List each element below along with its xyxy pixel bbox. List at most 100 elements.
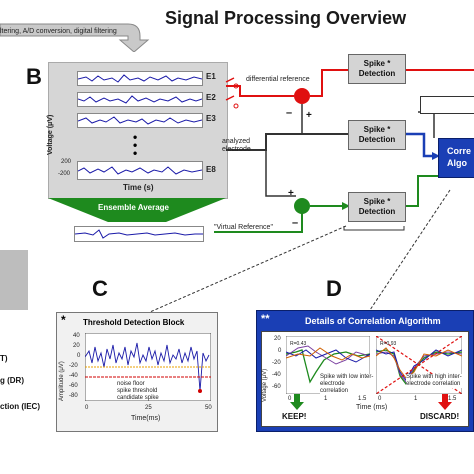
spike-box-2-line1: Spike * — [363, 125, 391, 134]
left-label-1: T) — [0, 354, 8, 363]
electrode-label-e1: E1 — [206, 72, 216, 81]
spike-detection-box-3: Spike * Detection — [348, 192, 406, 222]
black-flow-path — [226, 133, 348, 151]
trace-e2 — [77, 92, 203, 107]
legend-candidate-spike: candidate spike — [117, 395, 159, 401]
corr-x-label: Time (ms) — [356, 404, 388, 411]
ellipsis-dots: ••• — [133, 130, 138, 160]
black-to-green — [265, 150, 296, 197]
spike-box-2-line2: Detection — [358, 135, 396, 144]
differential-reference-label: differential reference — [246, 76, 310, 83]
keep-label: KEEP! — [282, 412, 307, 421]
legend-spike-threshold: spike threshold — [117, 388, 158, 394]
threshold-panel-title: Threshold Detection Block — [83, 318, 185, 327]
electrode-label-e8: E8 — [206, 165, 216, 174]
threshold-x-label: Time(ms) — [131, 415, 161, 422]
ensemble-trace — [74, 226, 204, 242]
threshold-plot — [85, 333, 211, 401]
trace-line-e2 — [78, 95, 202, 104]
panel-letter-c: C — [92, 276, 108, 301]
spike-box-1-line2: Detection — [358, 69, 396, 78]
spike-box-3-line2: Detection — [358, 207, 396, 216]
corr-right-r-value: R=0.93 — [380, 341, 396, 347]
spike-detection-box-1: Spike * Detection — [348, 54, 406, 84]
red-summing-node — [294, 88, 310, 104]
corr-x-tick-1b: 1 — [414, 396, 418, 402]
correlation-box-clip: Corre Algo — [438, 138, 474, 178]
corr-left-trace-4 — [286, 347, 370, 361]
plus-sign-red: + — [306, 110, 312, 121]
threshold-y-tick-m20: -20 — [69, 363, 78, 369]
ensemble-average-label: Ensemble Average — [98, 203, 169, 212]
bracket-spike-3 — [343, 226, 405, 231]
corr-x-tick-15b: 1.5 — [448, 396, 457, 402]
green-summing-node — [294, 198, 310, 214]
spike-detection-box-2: Spike * Detection — [348, 120, 406, 150]
discard-cross-2 — [376, 336, 462, 394]
correlation-panel-title: Details of Correlation Algorithm — [305, 316, 441, 326]
threshold-y-label: Amplitude (μV) — [59, 361, 65, 401]
trace-line-e8 — [78, 166, 202, 175]
panel-letter-d: D — [326, 276, 342, 301]
green-flow-path — [214, 212, 303, 233]
threshold-y-tick-20: 20 — [73, 343, 80, 349]
corr-y-tick-m60: -60 — [272, 384, 281, 390]
threshold-detection-panel: * Threshold Detection Block Amplitude (μ… — [56, 312, 218, 432]
threshold-x-tick-25: 25 — [145, 405, 152, 411]
switch-dot-1 — [233, 83, 239, 89]
corr-y-tick-20: 20 — [274, 336, 281, 342]
corr-x-tick-15a: 1.5 — [358, 396, 367, 402]
banner-text: ltering, A/D conversion, digital filteri… — [0, 28, 117, 35]
corr-x-tick-1a: 1 — [324, 396, 328, 402]
dashed-leader-d — [369, 189, 451, 311]
discard-arrow-icon — [438, 394, 452, 410]
time-axis-label: Time (s) — [123, 183, 154, 192]
corr-y-tick-m40: -40 — [272, 372, 281, 378]
threshold-y-tick-m40: -40 — [69, 373, 78, 379]
corr-x-tick-0b: 0 — [378, 396, 382, 402]
left-label-2: g (DR) — [0, 376, 24, 385]
correlation-stars: ** — [261, 313, 270, 325]
trace-e8 — [77, 161, 203, 180]
correlation-box-line1: Corre — [447, 146, 472, 156]
correlation-details-panel: ** Details of Correlation Algorithm Volt… — [256, 310, 474, 432]
corr-left-r-value: R=0.43 — [290, 341, 306, 347]
ensemble-trace-line — [74, 229, 203, 239]
discard-label: DISCARD! — [420, 412, 460, 421]
trace-line-e3 — [78, 116, 202, 125]
dashed-leader-c — [149, 225, 347, 313]
ensemble-average-funnel — [48, 198, 226, 222]
legend-noise-floor: noise floor — [117, 381, 145, 387]
page-title: Signal Processing Overview — [165, 8, 407, 28]
blue-flow-path — [406, 132, 436, 158]
correlation-plots-area: Voltage (μV) 20 0 -20 -40 -60 R=0.43 R=0… — [261, 331, 469, 427]
trace-line-e1 — [78, 74, 202, 83]
threshold-star: * — [61, 313, 66, 327]
threshold-y-tick-m80: -80 — [69, 393, 78, 399]
red-flow-path-out — [310, 69, 348, 97]
corr-y-tick-0: 0 — [278, 348, 282, 354]
left-label-3: ction (IEC) — [0, 402, 40, 411]
spike-box-3-line1: Spike * — [363, 197, 391, 206]
minus-sign-red: – — [286, 107, 292, 119]
banner-arrow — [0, 23, 150, 52]
minus-sign-green: – — [292, 217, 298, 229]
note-high-correlation: Spike with high inter-electrode correlat… — [406, 374, 464, 388]
corr-x-tick-0a: 0 — [288, 396, 292, 402]
corr-y-tick-m20: -20 — [272, 360, 281, 366]
candidate-spike-marker — [198, 389, 202, 393]
panel-letter-b: B — [26, 64, 42, 89]
spike-box-1-line1: Spike * — [363, 59, 391, 68]
threshold-y-tick-40: 40 — [73, 333, 80, 339]
corr-y-label: Voltage (μV) — [262, 368, 268, 402]
trace-e3 — [77, 113, 203, 128]
keep-arrow-icon — [290, 394, 304, 410]
corr-left-trace-1 — [286, 349, 370, 384]
green-arrowhead — [342, 202, 350, 210]
correlation-frame — [420, 96, 474, 114]
note-low-correlation: Spike with low inter-electrode correlati… — [320, 374, 374, 395]
tick-bottom: -200 — [58, 171, 71, 177]
threshold-y-tick-m60: -60 — [69, 383, 78, 389]
green-right-line — [406, 175, 438, 207]
